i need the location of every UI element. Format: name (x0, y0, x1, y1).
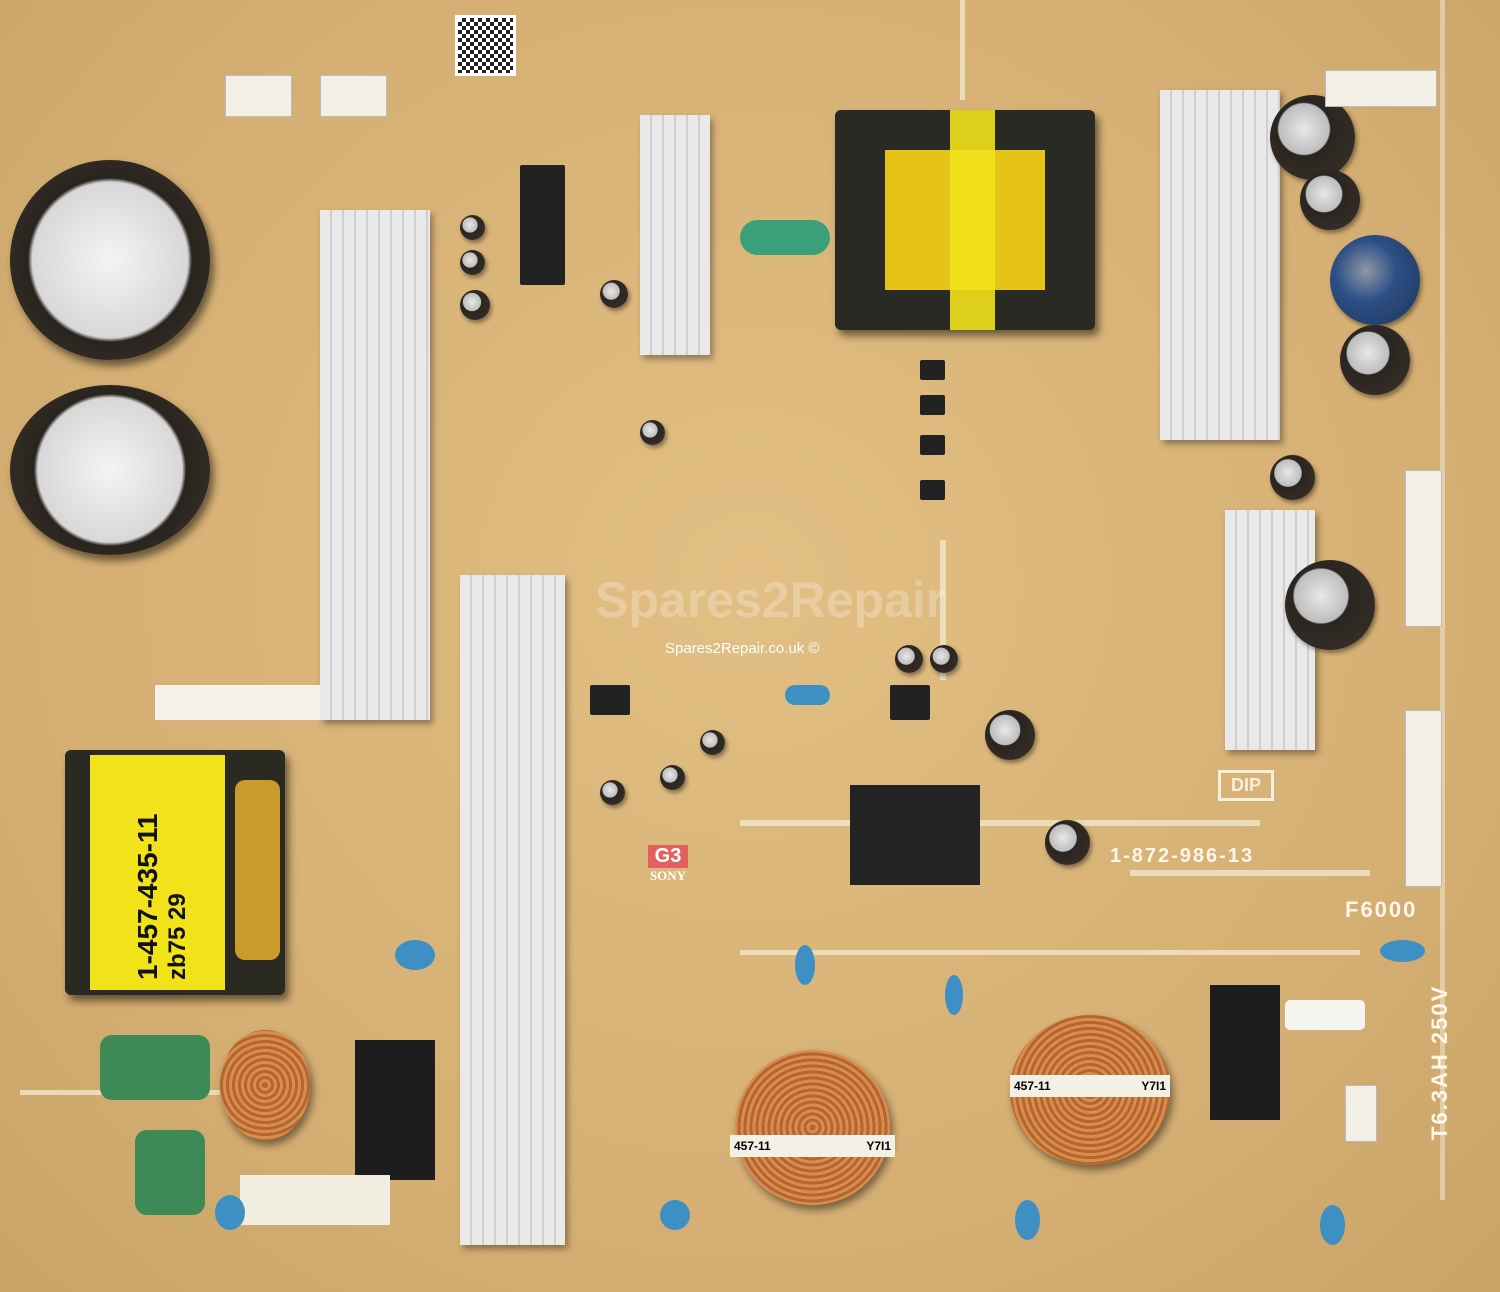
choke-right-tag: 457-11 (1014, 1079, 1051, 1093)
bracket-top (640, 115, 710, 355)
capacitor (930, 645, 958, 673)
brand-text: SONY (649, 868, 687, 883)
capacitor (660, 765, 685, 790)
heatsink-left (320, 210, 430, 720)
capacitor (600, 280, 628, 308)
choke-left: 457-11 Y7I1 (730, 1050, 895, 1205)
opto (920, 480, 945, 500)
connector (225, 75, 292, 117)
capacitor (640, 420, 665, 445)
capacitor (460, 290, 490, 320)
small-transformer (850, 785, 980, 885)
bulk-capacitor-bottom (10, 385, 210, 555)
choke-right: 457-11 Y7I1 (1010, 1015, 1170, 1165)
x-capacitor (135, 1130, 205, 1215)
ceramic-capacitor (795, 945, 815, 985)
choke-left-code: Y7I1 (866, 1139, 891, 1153)
x-capacitor (100, 1035, 210, 1100)
dip-marker: DIP (1218, 770, 1275, 801)
fuse-designator: F6000 (1345, 897, 1418, 922)
ic-chip (890, 685, 930, 720)
transformer-label: 1-457-435-11 zb75 29 (90, 755, 225, 990)
ic-chip (520, 165, 565, 285)
ceramic-capacitor (945, 975, 963, 1015)
ceramic-capacitor (1320, 1205, 1345, 1245)
sony-logo: G3 SONY (648, 845, 688, 884)
capacitor (1330, 235, 1420, 325)
capacitor (700, 730, 725, 755)
standby-transformer: 1-457-435-11 zb75 29 (65, 750, 285, 995)
capacitor (1270, 455, 1315, 500)
ceramic-capacitor (1380, 940, 1425, 962)
ceramic-capacitor (215, 1195, 245, 1230)
connector (1325, 70, 1437, 107)
opto (920, 395, 945, 415)
connector (1405, 710, 1442, 887)
capacitor (895, 645, 923, 673)
resistor-ceramic (155, 685, 320, 720)
connector (1345, 1085, 1377, 1142)
choke-small (220, 1030, 310, 1140)
choke-right-code: Y7I1 (1141, 1079, 1166, 1093)
opto (920, 360, 945, 380)
capacitor (460, 250, 485, 275)
capacitor (1045, 820, 1090, 865)
capacitor (1340, 325, 1410, 395)
fuse-rating: T6.3AH 250V (1427, 984, 1452, 1140)
transformer-part-number: 1-457-435-11 (132, 813, 163, 980)
resistor-ceramic (240, 1175, 390, 1225)
connector (1405, 470, 1442, 627)
ceramic-capacitor (395, 940, 435, 970)
transformer-date-code: zb75 29 (164, 893, 191, 980)
ceramic-capacitor (785, 685, 830, 705)
choke-left-tag: 457-11 (734, 1139, 771, 1153)
relay (355, 1040, 435, 1180)
board-part-number: 1-872-986-13 (1110, 845, 1255, 867)
capacitor (600, 780, 625, 805)
ceramic-capacitor (1015, 1200, 1040, 1240)
fuse (1285, 1000, 1365, 1030)
ceramic-capacitor (660, 1200, 690, 1230)
watermark: Spares2Repair.co.uk © (665, 640, 820, 657)
capacitor (460, 215, 485, 240)
ic-chip (590, 685, 630, 715)
capacitor (985, 710, 1035, 760)
relay (1210, 985, 1280, 1120)
heatsink-right (1160, 90, 1280, 440)
bulk-capacitor-top (10, 160, 210, 360)
qr-label (455, 15, 516, 76)
opto (920, 435, 945, 455)
connector (320, 75, 387, 117)
logo-mark: G3 (648, 845, 688, 868)
capacitor (1270, 95, 1355, 180)
capacitor (1285, 560, 1375, 650)
green-capacitor (740, 220, 830, 255)
main-transformer (835, 110, 1095, 330)
heatsink-center (460, 575, 565, 1245)
capacitor (1300, 170, 1360, 230)
watermark-large: Spares2Repair (595, 572, 946, 628)
